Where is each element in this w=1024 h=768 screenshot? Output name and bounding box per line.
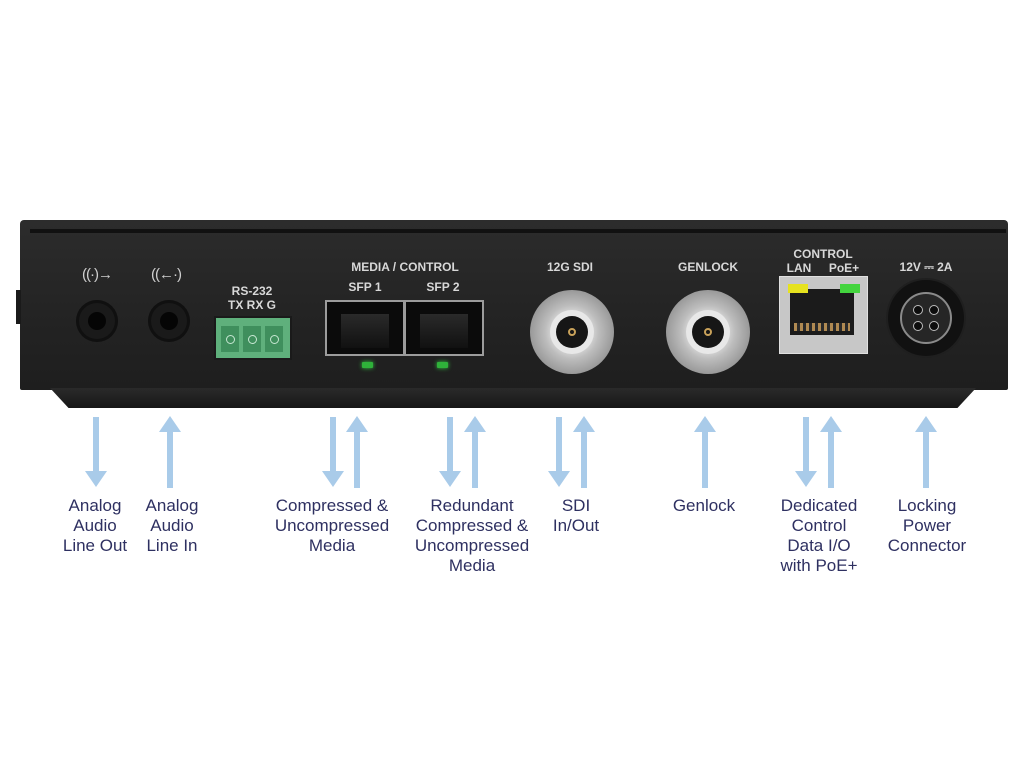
arrow-up-genlock	[694, 416, 716, 488]
lan-led	[788, 284, 808, 293]
audio-line-in-jack	[148, 300, 190, 342]
rs232-terminal-block	[214, 316, 292, 360]
chassis-base-plate	[50, 388, 976, 408]
caption-power: Locking Power Connector	[887, 496, 967, 555]
sfp2-label: SFP 2	[426, 280, 460, 294]
arrow-up-sfp1	[346, 416, 368, 488]
genlock-bnc-connector	[666, 290, 750, 374]
power-connector	[888, 280, 964, 356]
media-control-label: MEDIA / CONTROL	[351, 260, 459, 274]
sfp1-port	[325, 300, 405, 356]
control-label: CONTROL	[793, 247, 853, 261]
arrow-down-sdi	[548, 417, 570, 487]
terminal-tx	[221, 326, 239, 352]
arrow-up-sdi	[573, 416, 595, 488]
sdi-bnc-connector	[530, 290, 614, 374]
caption-sfp2: Redundant Compressed & Uncompressed Medi…	[414, 496, 530, 575]
chassis-vent-slot	[30, 229, 1006, 233]
genlock-label: GENLOCK	[678, 260, 738, 274]
arrow-down-control	[795, 417, 817, 487]
arrow-down-sfp1	[322, 417, 344, 487]
arrow-down-audio-out	[85, 417, 107, 487]
caption-sdi: SDI In/Out	[552, 496, 600, 535]
lan-label: LAN	[786, 261, 812, 275]
caption-analog-in: Analog Audio Line In	[145, 496, 199, 555]
power-rating-label: 12V ⎓ 2A	[899, 260, 953, 274]
caption-control: Dedicated Control Data I/O with PoE+	[780, 496, 858, 575]
poe-led	[840, 284, 860, 293]
control-lan-port	[779, 276, 868, 354]
chassis-side-tab	[16, 290, 21, 324]
rs232-label: RS-232	[231, 284, 273, 298]
arrow-up-control	[820, 416, 842, 488]
arrow-down-sfp2	[439, 417, 461, 487]
terminal-rx	[243, 326, 261, 352]
sfp2-port	[404, 300, 484, 356]
poe-label: PoE+	[828, 261, 860, 275]
sdi-label: 12G SDI	[546, 260, 594, 274]
sfp2-led	[437, 362, 448, 368]
terminal-g	[265, 326, 283, 352]
caption-genlock: Genlock	[672, 496, 736, 515]
sfp1-label: SFP 1	[348, 280, 382, 294]
caption-analog-out: Analog Audio Line Out	[62, 496, 128, 555]
arrow-up-sfp2	[464, 416, 486, 488]
caption-sfp1: Compressed & Uncompressed Media	[274, 496, 390, 555]
sfp1-led	[362, 362, 373, 368]
audio-line-out-jack	[76, 300, 118, 342]
audio-in-icon: ((←·)	[151, 266, 182, 283]
audio-out-icon: ((·)→	[82, 266, 113, 283]
arrow-up-power	[915, 416, 937, 488]
arrow-up-audio-in	[159, 416, 181, 488]
rs232-pin-label: TX RX G	[227, 298, 276, 312]
